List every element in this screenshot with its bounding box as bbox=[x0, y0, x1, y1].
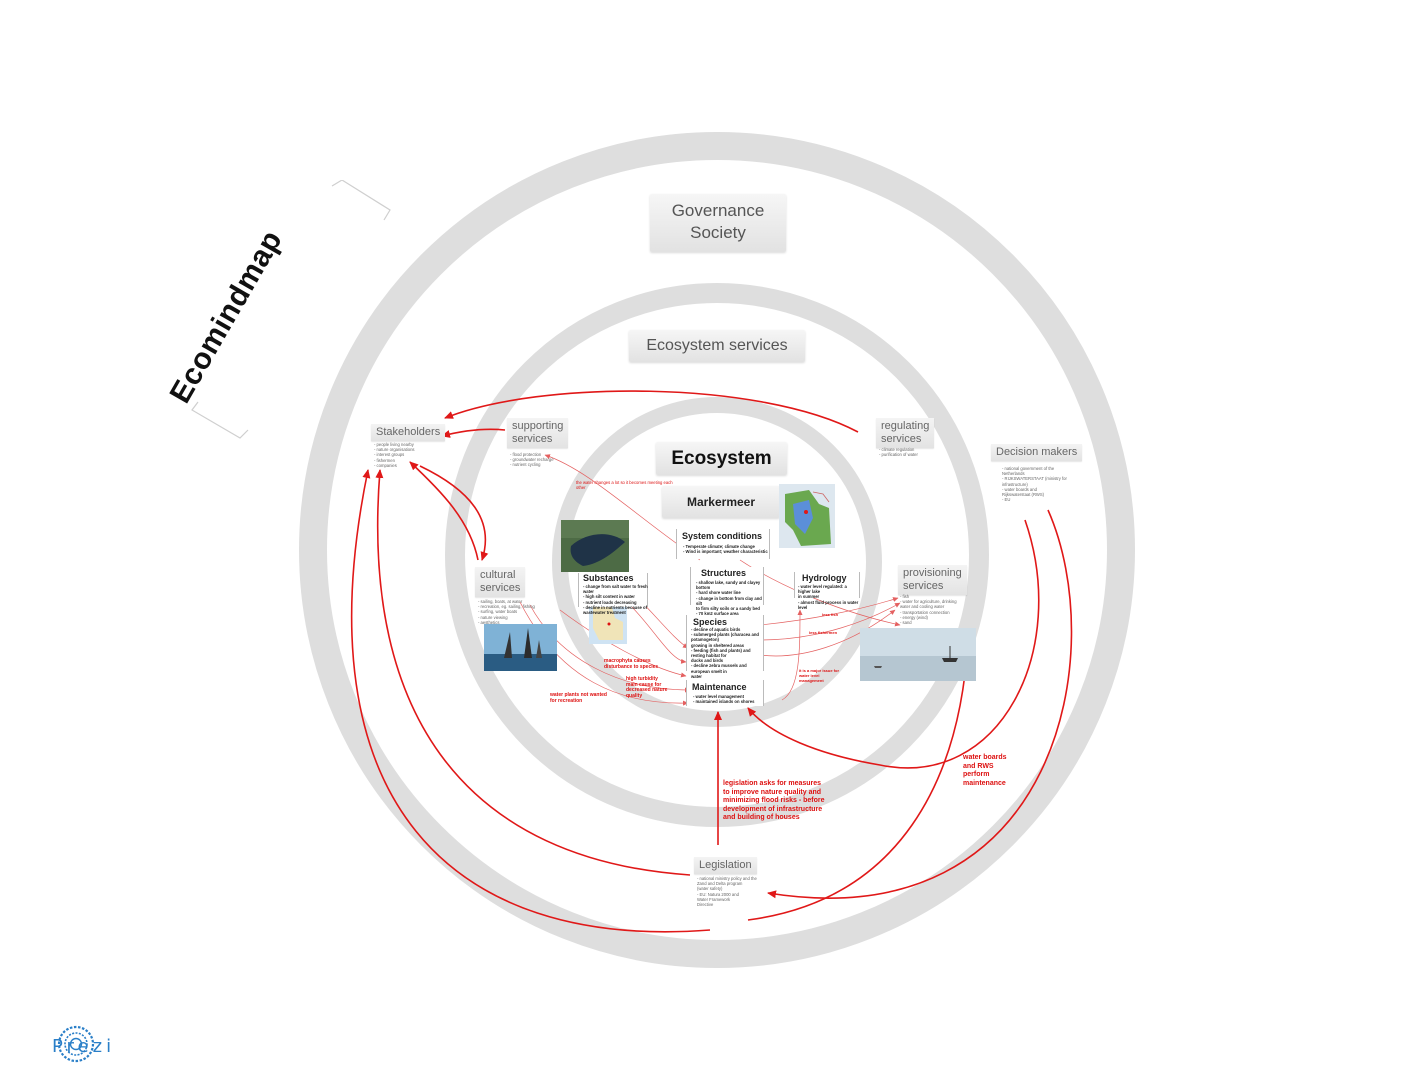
card-system-conditions-title: System conditions bbox=[682, 531, 763, 541]
card-maintenance[interactable]: Maintenance - water level management - m… bbox=[686, 680, 764, 706]
thin-arrow-5 bbox=[629, 604, 687, 664]
label-provisioning-services[interactable]: provisioning services bbox=[898, 565, 967, 595]
card-substances[interactable]: Substances - change from salt water to f… bbox=[578, 573, 648, 615]
thin-arrow-7 bbox=[759, 602, 901, 641]
label-cultural-services[interactable]: cultural services bbox=[475, 567, 526, 597]
label-decision-makers[interactable]: Decision makers bbox=[991, 444, 1083, 461]
ring-label-ecosystem[interactable]: Ecosystem bbox=[656, 442, 787, 475]
note-top-arrow: the water changes a lot so it becomes me… bbox=[576, 480, 673, 491]
aerial-photo-lake bbox=[561, 520, 629, 572]
text-cultural-services: - sailing, boats, at water - recreation,… bbox=[478, 599, 535, 625]
text-legislation: - national ministry policy and the Zand … bbox=[697, 876, 757, 908]
region-map-image bbox=[779, 484, 835, 548]
card-hydrology-text: - water level regulated: a higher lake i… bbox=[798, 584, 859, 610]
ring-label-governance[interactable]: Governance Society bbox=[650, 194, 786, 252]
card-structures-text: - shallow lake, sandy and clayey bottom … bbox=[696, 580, 762, 617]
label-stakeholders[interactable]: Stakeholders bbox=[371, 424, 446, 441]
note-fishermen: less fishermen bbox=[809, 630, 838, 635]
card-maintenance-text: - water level management - maintained is… bbox=[693, 694, 755, 705]
outer-ring bbox=[299, 132, 1135, 968]
thin-arrow-2 bbox=[529, 604, 691, 693]
ring-label-ecosystem-services[interactable]: Ecosystem services bbox=[629, 330, 805, 362]
card-species[interactable]: Species - decline of aquatic birds - sub… bbox=[686, 615, 764, 679]
card-hydrology-title: Hydrology bbox=[802, 573, 847, 583]
fishing-boat-photo bbox=[860, 628, 976, 681]
note-legislation: legislation asks for measures to improve… bbox=[723, 780, 825, 821]
text-supporting-services: - flood protection - groundwater recharg… bbox=[510, 452, 554, 468]
card-hydrology[interactable]: Hydrology - water level regulated: a hig… bbox=[794, 572, 860, 610]
arrow-legislation-to-provisioning bbox=[747, 639, 972, 921]
thin-arrow-11 bbox=[759, 609, 896, 657]
label-legislation[interactable]: Legislation bbox=[694, 857, 757, 874]
prezi-wordmark: Prezi bbox=[52, 1036, 116, 1057]
title-bracket bbox=[191, 180, 391, 439]
card-substances-text: - change from salt water to fresh water … bbox=[583, 584, 648, 616]
arrow-supporting-to-stakeholders bbox=[441, 428, 506, 438]
card-structures-title: Structures bbox=[701, 568, 747, 578]
note-water-plants: water plants not wanted for recreation bbox=[550, 692, 607, 704]
card-system-conditions-text: - Temperate climate; climate change - Wi… bbox=[683, 544, 768, 555]
arrow-decision-to-maintenance bbox=[747, 519, 1040, 769]
arrow-regulating-to-stakeholders bbox=[444, 390, 859, 433]
arrow-legislation-to-stakeholders bbox=[375, 469, 691, 876]
text-stakeholders: - people living nearby - nature organisa… bbox=[374, 442, 415, 468]
thin-arrow-8 bbox=[781, 609, 803, 701]
arrow-stakeholders-cultural bbox=[419, 465, 489, 561]
note-water-boards: water boards and RWS perform maintenance bbox=[963, 754, 1007, 787]
arrow-cultural-to-stakeholders bbox=[409, 461, 479, 561]
text-regulating-services: - climate regulation - purification of w… bbox=[879, 447, 918, 458]
text-provisioning-services: - fish - water for agriculture, drinking… bbox=[900, 594, 957, 626]
note-water-level: it is a major issue for water level mana… bbox=[799, 668, 840, 683]
card-species-title: Species bbox=[693, 617, 728, 627]
card-system-conditions[interactable]: System conditions - Temperate climate; c… bbox=[676, 529, 770, 559]
sailing-boats-photo bbox=[484, 624, 557, 671]
arrow-bottom-to-stakeholders bbox=[350, 469, 711, 933]
note-fish: less fish bbox=[822, 612, 839, 617]
place-label-markermeer[interactable]: Markermeer bbox=[662, 486, 780, 518]
card-maintenance-title: Maintenance bbox=[692, 682, 747, 692]
note-macrophyta: macrophyta causes disturbance to species bbox=[604, 658, 659, 670]
middle-ring bbox=[445, 283, 989, 827]
thin-arrow-6 bbox=[759, 597, 899, 626]
card-species-text: - decline of aquatic birds - submerged p… bbox=[691, 627, 759, 679]
note-turbidity: high turbidity main cause for decreased … bbox=[626, 676, 668, 699]
label-supporting-services[interactable]: supporting services bbox=[507, 418, 569, 448]
thin-arrow-10 bbox=[559, 609, 687, 678]
arrow-decision-to-legislation bbox=[767, 509, 1073, 899]
text-decision-makers: - national government of the Netherlands… bbox=[1002, 466, 1067, 503]
card-structures[interactable]: Structures - shallow lake, sandy and cla… bbox=[690, 567, 764, 616]
label-regulating-services[interactable]: regulating services bbox=[876, 418, 935, 448]
card-substances-title: Substances bbox=[583, 573, 634, 583]
prezi-logo-icon bbox=[57, 1025, 95, 1063]
